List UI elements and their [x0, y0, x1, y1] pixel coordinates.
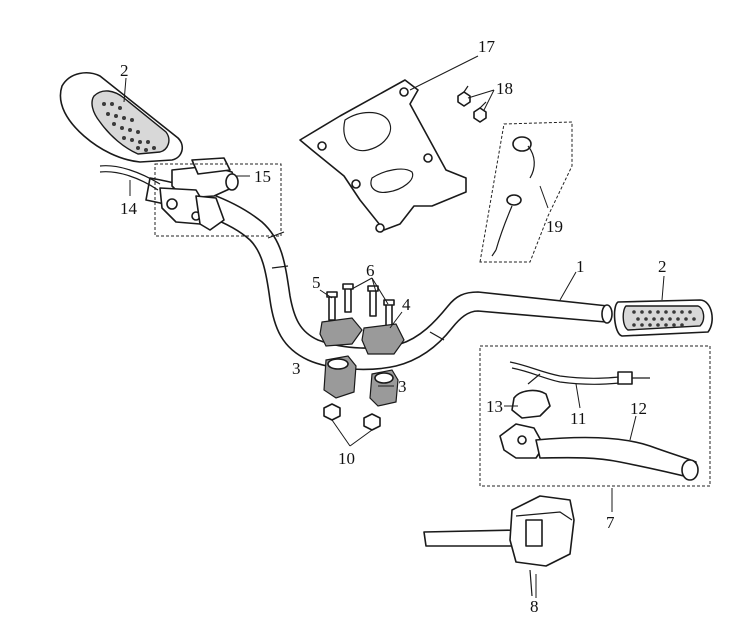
- label-handlebar: 1: [576, 257, 585, 276]
- right-grip-texture: [632, 310, 696, 327]
- label-bolt-left: 5: [312, 273, 321, 292]
- label-switch-housing: 8: [530, 597, 539, 616]
- nuts: [323, 403, 381, 431]
- brake-assembly-boundary: [479, 345, 711, 487]
- right-grip: [613, 299, 713, 337]
- label-clamp-bolts: 6: [366, 261, 375, 280]
- lever-assembly-boundary: [154, 163, 282, 237]
- label-mount-plate: 17: [478, 37, 496, 56]
- label-grip-right: 2: [658, 257, 667, 276]
- switch-cable-assembly: [479, 121, 573, 263]
- lower-holders: [323, 355, 399, 407]
- left-lever-assembly: [99, 157, 282, 237]
- mount-plate: [299, 79, 467, 233]
- part-labels: 2 15 14 17 18 19 1 2 6 5 4 3 3 10 13 11 …: [120, 37, 667, 616]
- switch-housing: [423, 495, 575, 597]
- label-nuts: 10: [338, 449, 355, 468]
- label-perch: 13: [486, 397, 503, 416]
- brake-lever-assembly: [479, 345, 711, 487]
- plate-bolts: [457, 85, 487, 123]
- left-grip: [59, 72, 184, 163]
- label-switch-cable: 19: [546, 217, 563, 236]
- upper-clamp: [319, 317, 405, 355]
- label-master-cylinder: 15: [254, 167, 271, 186]
- label-lever-assembly-left: 14: [120, 199, 138, 218]
- label-grip-left: 2: [120, 61, 129, 80]
- label-upper-clamp: 4: [402, 295, 411, 314]
- label-brake-lever-assembly: 7: [606, 513, 615, 532]
- clamp-bolts: [326, 283, 395, 329]
- label-lower-holder-left: 3: [292, 359, 301, 378]
- label-lower-holder-right: 3: [398, 377, 407, 396]
- leader-lines: [123, 55, 665, 598]
- left-grip-texture: [102, 102, 156, 152]
- label-plate-bolts: 18: [496, 79, 513, 98]
- label-lever: 12: [630, 399, 647, 418]
- label-cable: 11: [570, 409, 586, 428]
